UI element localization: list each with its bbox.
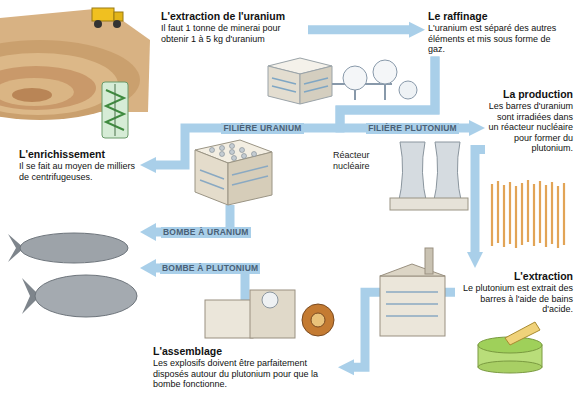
step-block: La productionLes barres d'uranium sont i… xyxy=(485,86,576,156)
flow-arrow xyxy=(475,150,485,253)
centrifuge-illustration xyxy=(102,82,128,138)
branch-label: FILIÈRE PLUTONIUM xyxy=(366,123,459,134)
extraction-plant xyxy=(380,248,445,336)
step-description: Les barres d'uranium sont irradiées dans… xyxy=(488,101,573,154)
step-heading: La production xyxy=(488,88,573,101)
refinery-illustration xyxy=(268,58,417,104)
flow-arrow xyxy=(340,57,469,129)
step-description: Il faut 1 tonne de minerai pour obtenir … xyxy=(161,23,305,44)
flow-arrow xyxy=(308,25,409,34)
step-heading: L'enrichissement xyxy=(19,148,137,161)
uranium-rods xyxy=(492,180,564,248)
acid-bath xyxy=(478,322,542,373)
reactor-label: Réacteur nucléaire xyxy=(333,150,393,171)
branch-label: BOMBE À PLUTONIUM xyxy=(160,263,260,274)
step-block: Le raffinageL'uranium est séparé des aut… xyxy=(425,8,571,57)
branch-label: BOMBE À URANIUM xyxy=(161,227,251,238)
step-heading: L'assemblage xyxy=(153,345,335,358)
reactor-illustration xyxy=(390,142,468,210)
step-heading: Le raffinage xyxy=(428,10,568,23)
branch-label: FILIÈRE URANIUM xyxy=(221,123,303,134)
step-description: Les explosifs doivent être parfaitement … xyxy=(153,358,335,390)
step-block: L'extraction de l'uraniumIl faut 1 tonne… xyxy=(158,8,308,46)
step-block: L'enrichissementIl se fait au moyen de m… xyxy=(16,146,140,184)
enrichment-building xyxy=(195,140,272,205)
step-description: Le plutonium est extrait des barres à l'… xyxy=(458,283,573,315)
step-description: Il se fait au moyen de milliers de centr… xyxy=(19,161,137,182)
step-heading: L'extraction de l'uranium xyxy=(161,10,305,23)
bomb-illustration xyxy=(8,233,137,317)
step-heading: L'extraction xyxy=(458,270,573,283)
step-block: L'assemblageLes explosifs doivent être p… xyxy=(150,343,338,392)
step-description: L'uranium est séparé des autres éléments… xyxy=(428,23,568,55)
assembly-plant xyxy=(205,290,334,338)
step-block: L'extractionLe plutonium est extrait des… xyxy=(455,268,576,317)
bomb-flow-band xyxy=(140,205,245,300)
